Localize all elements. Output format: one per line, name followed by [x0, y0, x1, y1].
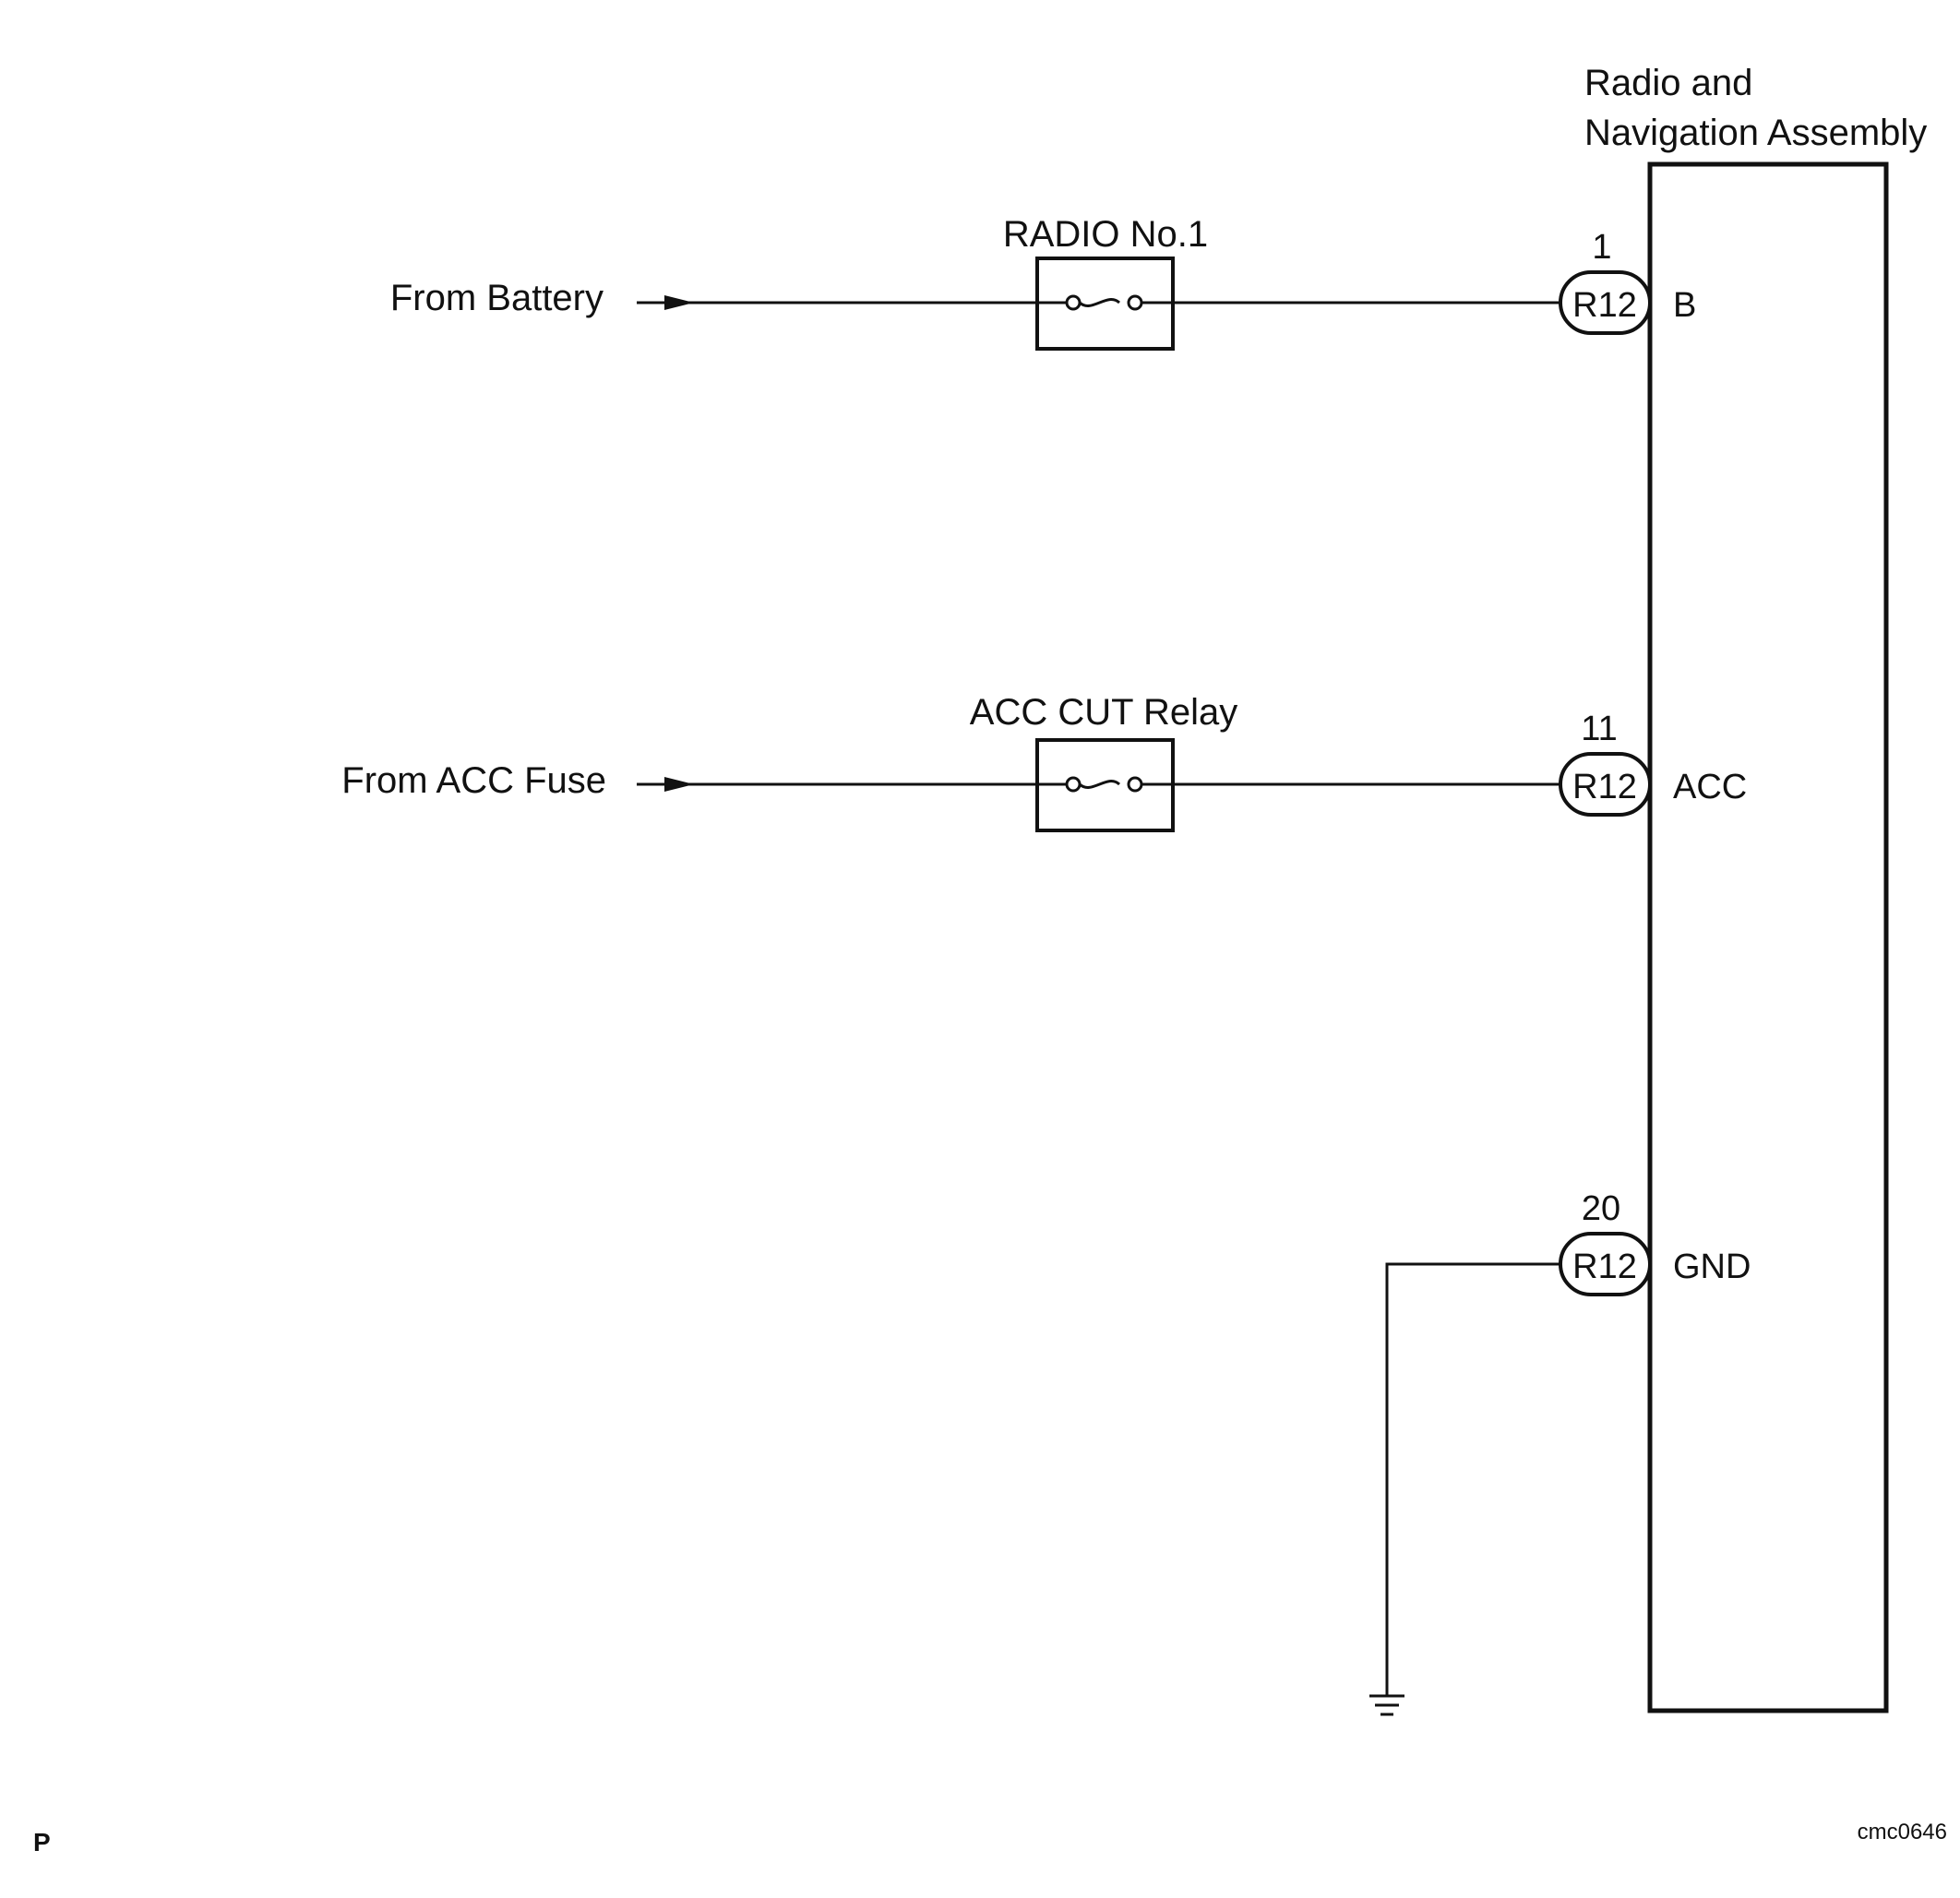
assembly-box	[1647, 161, 1889, 1713]
connector-id: R12	[1572, 768, 1637, 806]
connector-shape	[1559, 752, 1652, 817]
figure-code: cmc0646	[1858, 1820, 1947, 1844]
assembly-title-line1: Radio and	[1584, 63, 1752, 103]
terminal-label: ACC	[1673, 768, 1747, 806]
connector-id: R12	[1572, 1247, 1637, 1286]
component-label: ACC CUT Relay	[970, 692, 1237, 733]
circuit-acc: From ACC Fuse ACC CUT Relay 11 R12 ACC	[341, 692, 1747, 832]
fuse-icon	[1037, 294, 1173, 311]
ground-wire	[1385, 1262, 1560, 1696]
pin-number: 11	[1581, 710, 1617, 748]
connector-shape	[1559, 270, 1652, 335]
pin-number: 20	[1582, 1189, 1620, 1228]
circuit-gnd: 20 R12 GND	[1369, 1189, 1751, 1716]
component-label: RADIO No.1	[1003, 214, 1208, 255]
terminal-label: GND	[1673, 1247, 1751, 1286]
source-label: From Battery	[390, 278, 604, 318]
source-label: From ACC Fuse	[341, 760, 606, 801]
terminal-label: B	[1673, 286, 1696, 325]
connector-shape	[1559, 1232, 1652, 1296]
footer-mark: P	[33, 1828, 51, 1856]
fuse-icon	[1037, 776, 1173, 793]
connector-id: R12	[1572, 286, 1637, 325]
ground-icon	[1369, 1694, 1404, 1716]
assembly-title-line2: Navigation Assembly	[1584, 113, 1927, 153]
circuit-battery: From Battery RADIO No.1 1 R12 B	[390, 214, 1696, 351]
pin-number: 1	[1592, 228, 1611, 267]
